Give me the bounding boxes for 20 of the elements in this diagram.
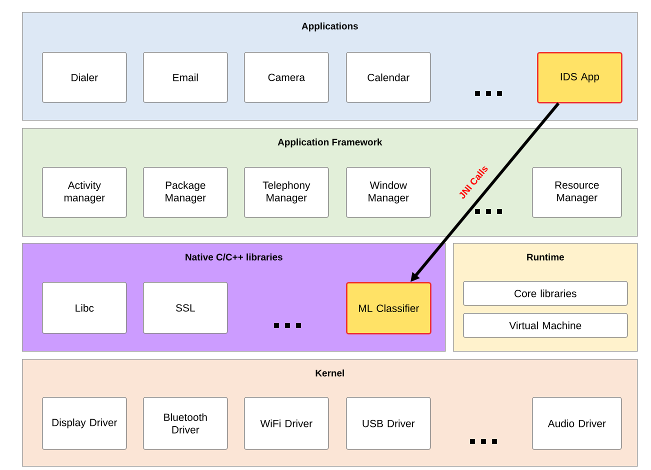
component-box: Virtual Machine: [463, 313, 628, 338]
component-box: Package Manager: [143, 167, 228, 218]
component-box: Email: [143, 52, 228, 103]
component-box: WiFi Driver: [244, 397, 329, 450]
component-box: Dialer: [42, 52, 127, 103]
component-box: SSL: [143, 282, 228, 334]
component-box: Window Manager: [346, 167, 431, 218]
component-box: Activity manager: [42, 167, 127, 218]
component-box: Telephony Manager: [244, 167, 329, 218]
component-box: USB Driver: [346, 397, 431, 450]
component-box: Calendar: [346, 52, 431, 103]
component-box: Camera: [244, 52, 329, 103]
component-box: Audio Driver: [532, 397, 622, 450]
component-box: Display Driver: [42, 397, 127, 450]
component-box: IDS App: [537, 52, 622, 104]
component-box: Resource Manager: [532, 167, 622, 218]
component-box: ML Classifier: [346, 282, 432, 334]
component-box: Core libraries: [463, 281, 628, 306]
component-box: Libc: [42, 282, 127, 334]
component-box: Bluetooth Driver: [143, 397, 228, 450]
